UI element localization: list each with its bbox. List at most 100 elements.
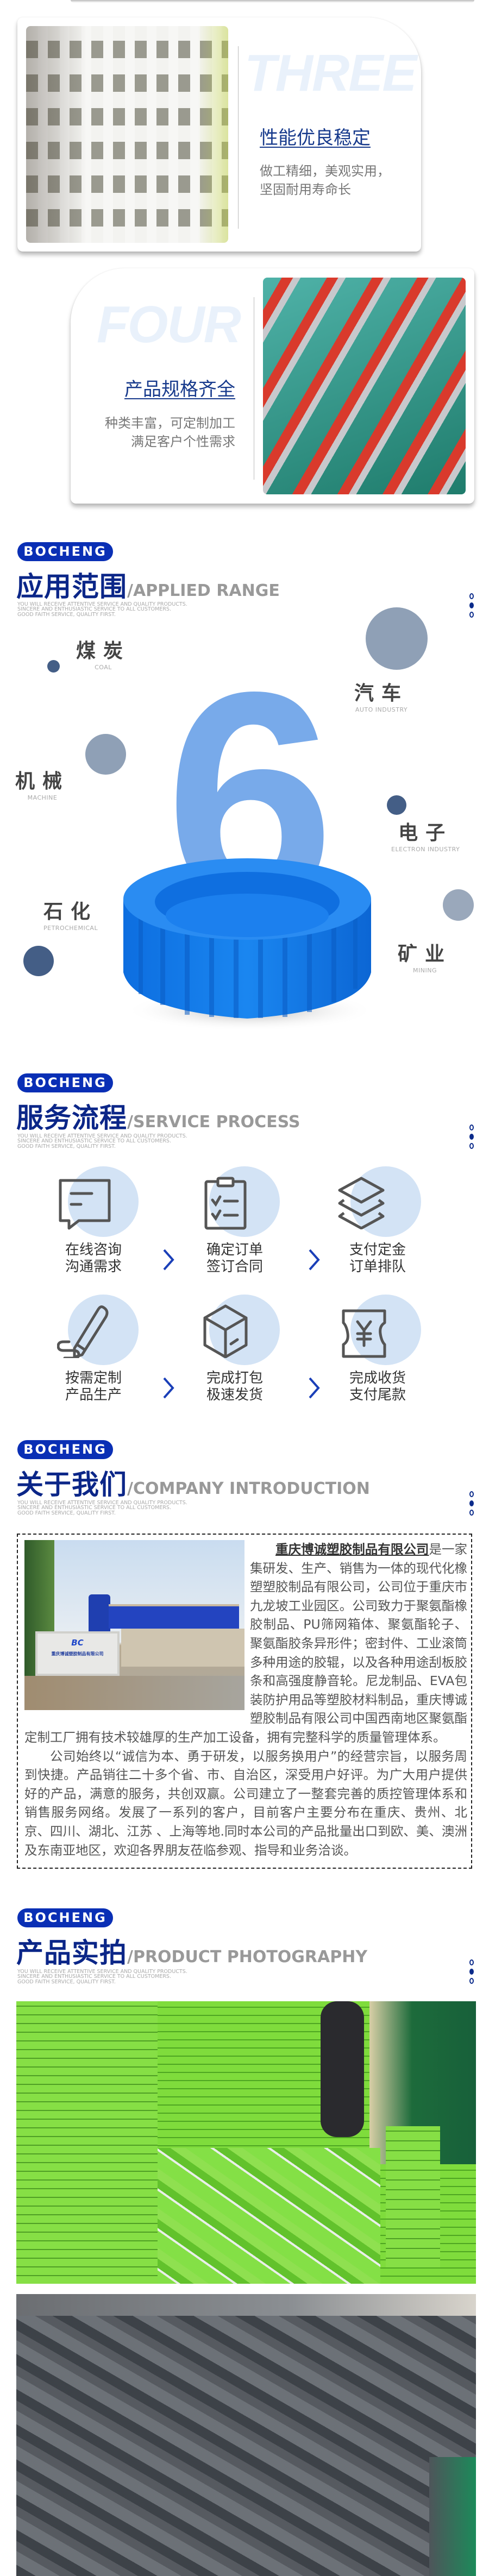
section-title-company: 关于我们/COMPANY INTRODUCTION [16,1463,370,1502]
application-label: 矿业 [398,943,453,965]
previous-card-shadow [71,0,474,3]
decor-circle [443,889,474,921]
feature-desc-line: 做工精细，美观实用， [260,164,390,179]
section-title-cn: 关于我们 [16,1469,127,1500]
application-label: 石化 [43,901,98,923]
section-title-cn: 服务流程 [16,1102,127,1134]
application-label-en: COAL [95,664,112,671]
application-electron: 电子 ELECTRON INDUSTRY [391,823,460,853]
feature-title: 产品规格齐全 [124,379,235,400]
section-title-en: /APPLIED RANGE [127,581,280,600]
gray-foam-inserts-photo [16,2294,476,2576]
feature-card-three: THREE 性能优良稳定 做工精细，美观实用， 坚固耐用寿命长 [17,17,421,252]
subtitle-line: YOU WILL RECEIVE ATTENTIVE SERVICE AND Q… [17,1500,187,1506]
subtitle-line: SINCERE AND ENTHUSIASTIC SERVICE TO ALL … [17,1505,171,1511]
yuan-ticket-icon [342,1309,386,1358]
step-label: 在线咨询沟通需求 [65,1242,122,1275]
section-title-products: 产品实拍/PRODUCT PHOTOGRAPHY [16,1931,367,1970]
feature-desc-line: 坚固耐用寿命长 [260,182,351,197]
step-label: 支付定金订单排队 [349,1242,406,1275]
feature-desc-line: 满足客户个性需求 [131,434,235,449]
application-label-en: ELECTRON INDUSTRY [391,846,460,853]
section-title-service: 服务流程/SERVICE PROCESS [16,1096,300,1135]
step-circle [68,1166,139,1237]
section-subtitle: YOU WILL RECEIVE ATTENTIVE SERVICE AND Q… [17,1500,187,1516]
application-label: 机械 [15,770,70,793]
decor-circle [85,734,126,775]
watermark-four: FOUR [97,296,241,354]
decorative-dots [469,1124,474,1152]
step-label: 按需定制产品生产 [65,1370,122,1403]
blue-nylon-gear-image [123,858,375,1031]
section-title-en: /COMPANY INTRODUCTION [127,1479,370,1498]
subtitle-line: SINCERE AND ENTHUSIASTIC SERVICE TO ALL … [17,1138,171,1145]
section-subtitle: YOU WILL RECEIVE ATTENTIVE SERVICE AND Q… [17,1134,187,1149]
section-title-cn: 应用范围 [16,571,127,602]
company-paragraph: 是一家集研发、生产、销售为一体的现代化橡塑塑胶制品有限公司，公司位于重庆市九龙坡… [24,1542,468,1745]
brand-badge: BOCHENG [17,1908,113,1927]
decorative-dots [469,1491,474,1519]
subtitle-line: SINCERE AND ENTHUSIASTIC SERVICE TO ALL … [17,1974,171,1980]
company-intro-box: BC 重庆博诚塑胶制品有限公司 重庆博诚塑胶制品有限公司是一家集研发、生产、销售… [17,1534,472,1869]
section-title-en: /SERVICE PROCESS [127,1113,300,1132]
decor-dot [387,795,406,815]
decor-dot [47,660,60,673]
chevron-right-icon [309,1377,320,1399]
brand-badge: BOCHENG [17,1073,113,1092]
layers-icon [338,1177,385,1229]
application-label-en: MINING [413,967,437,974]
decor-circle [366,607,428,670]
card-divider [238,46,239,229]
feature-desc-line: 种类丰富，可定制加工 [105,416,235,431]
red-pu-rollers-photo [263,278,466,494]
clipboard-check-icon [204,1177,247,1230]
subtitle-line: YOU WILL RECEIVE ATTENTIVE SERVICE AND Q… [17,1133,187,1139]
feature-desc: 做工精细，美观实用， 坚固耐用寿命长 [260,162,390,199]
chevron-right-icon [163,1377,174,1399]
application-label: 煤炭 [76,640,131,662]
step-label: 完成打包极速发货 [206,1370,264,1403]
section-title-en: /PRODUCT PHOTOGRAPHY [127,1947,368,1966]
subtitle-line: SINCERE AND ENTHUSIASTIC SERVICE TO ALL … [17,606,171,613]
decorative-dots [469,593,474,621]
chat-icon [59,1179,111,1230]
subtitle-line: GOOD FAITH SERVICE, QUALITY FIRST. [17,611,116,618]
application-petrochemical: 石化 PETROCHEMICAL [43,902,98,932]
company-sign: BC 重庆博诚塑胶制品有限公司 [35,1631,120,1676]
feature-title: 性能优良稳定 [260,127,371,149]
application-label-en: MACHINE [27,794,58,801]
application-coal: 煤炭 COAL [76,641,130,671]
company-building-photo: BC 重庆博诚塑胶制品有限公司 [24,1540,244,1710]
company-name: 重庆博诚塑胶制品有限公司 [275,1542,429,1557]
decor-dot [23,946,54,976]
step-label: 确定订单签订合同 [206,1242,264,1275]
feature-card-four: FOUR 产品规格齐全 种类丰富，可定制加工 满足客户个性需求 [71,268,474,504]
subtitle-line: YOU WILL RECEIVE ATTENTIVE SERVICE AND Q… [17,1969,187,1975]
feature-desc: 种类丰富，可定制加工 满足客户个性需求 [105,414,235,451]
section-subtitle: YOU WILL RECEIVE ATTENTIVE SERVICE AND Q… [17,602,187,618]
green-eva-foam-photo [16,2001,476,2284]
application-label: 电子 [398,822,453,844]
white-plastic-frames-photo [26,26,228,243]
application-label-en: AUTO INDUSTRY [355,706,408,713]
section-title-cn: 产品实拍 [16,1937,127,1969]
subtitle-line: GOOD FAITH SERVICE, QUALITY FIRST. [17,1510,116,1516]
subtitle-line: GOOD FAITH SERVICE, QUALITY FIRST. [17,1978,116,1985]
application-label-en: PETROCHEMICAL [43,925,98,932]
step-label: 完成收货支付尾款 [349,1370,406,1403]
section-title-applied: 应用范围/APPLIED RANGE [16,565,280,604]
section-subtitle: YOU WILL RECEIVE ATTENTIVE SERVICE AND Q… [17,1969,187,1985]
company-description: 重庆博诚塑胶制品有限公司是一家集研发、生产、销售为一体的现代化橡塑塑胶制品有限公… [24,1540,467,1747]
application-mining: 矿业 MINING [398,943,453,975]
brand-badge: BOCHENG [17,542,113,561]
box-icon [203,1304,248,1358]
watermark-three: THREE [244,44,417,102]
decorative-dots [469,1959,474,1987]
application-label: 汽车 [354,682,409,705]
subtitle-line: GOOD FAITH SERVICE, QUALITY FIRST. [17,1143,116,1149]
chevron-right-icon [163,1249,174,1271]
chevron-right-icon [309,1249,320,1271]
